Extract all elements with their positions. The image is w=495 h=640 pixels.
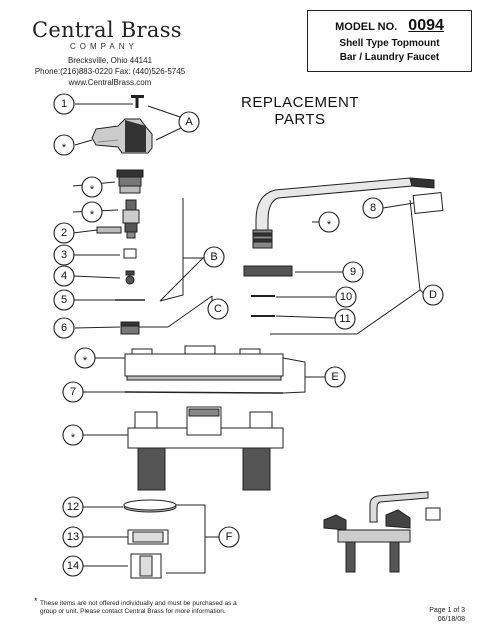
- svg-text:7: 7: [70, 386, 76, 398]
- spout-part: [243, 177, 444, 317]
- callout-A: A: [178, 111, 200, 133]
- svg-text:D: D: [429, 289, 437, 301]
- callout-star-plate: *: [74, 347, 96, 369]
- callout-3: 3: [53, 244, 75, 266]
- footnote-star: *: [34, 596, 38, 606]
- page-number: Page 1 of 3: [429, 607, 465, 614]
- mounting-hardware-part: [123, 499, 177, 579]
- svg-text:8: 8: [370, 202, 376, 214]
- section-title-line1: REPLACEMENT: [240, 94, 360, 111]
- svg-text:1: 1: [61, 98, 67, 110]
- svg-text:*: *: [327, 219, 332, 231]
- svg-text:*: *: [83, 355, 88, 367]
- callout-C: C: [207, 298, 229, 320]
- svg-text:3: 3: [61, 249, 67, 261]
- callout-12: 12: [62, 496, 84, 518]
- svg-text:9: 9: [350, 266, 356, 278]
- svg-text:12: 12: [67, 501, 79, 513]
- callout-9: 9: [342, 261, 364, 283]
- svg-text:5: 5: [61, 294, 67, 306]
- cartridge-stem-part: [96, 169, 145, 335]
- assembled-faucet-illustration: [323, 491, 441, 573]
- handle-part: [91, 118, 153, 154]
- footnote: * These items are not offered individual…: [34, 597, 270, 616]
- svg-text:14: 14: [67, 560, 79, 572]
- callout-11: 11: [334, 308, 356, 330]
- callout-5: 5: [53, 289, 75, 311]
- callout-star-cartridge: *: [81, 176, 103, 198]
- svg-text:C: C: [214, 303, 222, 315]
- callout-B: B: [203, 246, 225, 268]
- faucet-body-part: [127, 406, 284, 491]
- callout-1: 1: [53, 93, 75, 115]
- callout-star-handle: *: [53, 134, 75, 156]
- svg-text:*: *: [90, 209, 95, 221]
- callout-8: 8: [362, 197, 384, 219]
- model-label: MODEL NO.: [335, 21, 398, 33]
- svg-text:11: 11: [339, 313, 350, 325]
- phone-fax: Phone:(216)883-0220 Fax: (440)526-5745: [34, 67, 186, 76]
- footnote-line2: group or unit. Please contact Central Br…: [40, 608, 226, 615]
- website: www.CentralBrass.com: [68, 78, 152, 87]
- model-desc-line2: Bar / Laundry Faucet: [339, 52, 440, 63]
- callout-14: 14: [62, 555, 84, 577]
- svg-text:B: B: [210, 251, 217, 263]
- callout-E: E: [324, 366, 346, 388]
- svg-text:13: 13: [67, 531, 79, 543]
- svg-text:*: *: [62, 142, 67, 154]
- doc-date: 06/18/08: [437, 616, 465, 623]
- handle-screw-part: [131, 95, 144, 108]
- callout-star-stem: *: [81, 201, 103, 223]
- svg-text:A: A: [185, 116, 193, 128]
- model-row: MODEL NO. 0094: [308, 17, 471, 35]
- callout-13: 13: [62, 526, 84, 548]
- address-city: Brecksville, Ohio 44141: [67, 56, 153, 65]
- callout-star-body: *: [62, 424, 84, 446]
- model-number: 0094: [408, 17, 444, 34]
- callout-6: 6: [53, 317, 75, 339]
- svg-text:E: E: [331, 371, 338, 383]
- callout-2: 2: [53, 222, 75, 244]
- svg-text:4: 4: [61, 270, 67, 282]
- svg-text:*: *: [90, 184, 95, 196]
- svg-text:2: 2: [61, 227, 67, 239]
- callout-D: D: [422, 284, 444, 306]
- footnote-line1: These items are not offered individually…: [40, 600, 237, 607]
- escutcheon-plate-part: [124, 345, 284, 394]
- svg-text:6: 6: [61, 322, 67, 334]
- svg-text:10: 10: [340, 291, 352, 303]
- callout-7: 7: [62, 381, 84, 403]
- model-desc-line1: Shell Type Topmount: [339, 38, 440, 49]
- section-title-line2: PARTS: [274, 111, 326, 128]
- brand-subtitle: COMPANY: [70, 42, 138, 51]
- svg-text:*: *: [71, 432, 76, 444]
- callout-4: 4: [53, 265, 75, 287]
- page-info: Page 1 of 3 06/18/08: [395, 606, 465, 624]
- brand-name: Central Brass: [32, 18, 182, 42]
- model-box: MODEL NO. 0094 Shell Type Topmount Bar /…: [307, 10, 472, 72]
- callout-star-spout: *: [318, 211, 340, 233]
- svg-text:F: F: [226, 531, 233, 543]
- callout-10: 10: [335, 286, 357, 308]
- callout-F: F: [218, 526, 240, 548]
